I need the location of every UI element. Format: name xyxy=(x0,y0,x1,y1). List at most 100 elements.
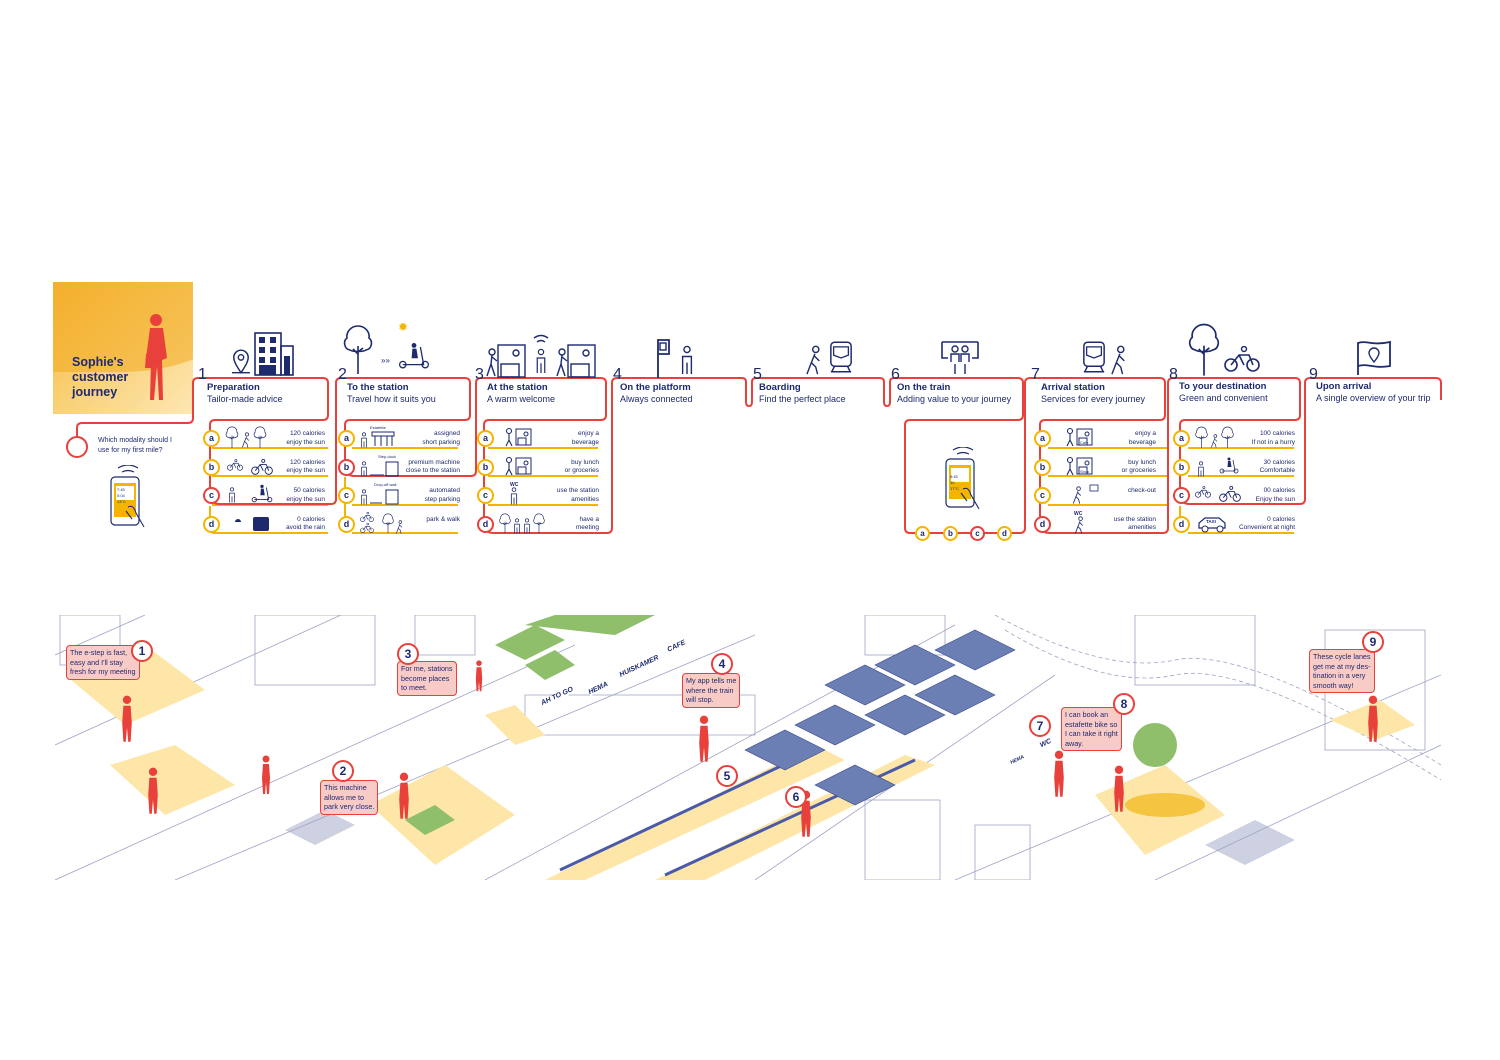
stage-title: To your destination xyxy=(1179,381,1267,392)
stage-subtitle: Find the perfect place xyxy=(759,394,846,404)
train-icon xyxy=(1082,340,1106,374)
stage-preparation[interactable]: Preparation Tailor-made advice xyxy=(207,382,283,404)
option-letter: d xyxy=(203,515,220,533)
train-option-b[interactable]: b xyxy=(943,526,958,541)
option-letter: c xyxy=(1173,487,1190,504)
stage-subtitle: Services for every journey xyxy=(1041,394,1146,404)
step-marker: 4 xyxy=(711,653,733,675)
step-marker: 3 xyxy=(397,643,419,665)
stage-on-the-platform[interactable]: On the platform Always connected xyxy=(620,382,693,404)
train-option-c[interactable]: c xyxy=(970,526,985,541)
stage-arrival-station[interactable]: Arrival station Services for every journ… xyxy=(1041,382,1145,404)
speech-bubble: These cycle lanes get me at my des- tina… xyxy=(1309,649,1375,693)
stage-to-your-destination[interactable]: To your destination Green and convenient xyxy=(1179,381,1268,403)
stage-number: 4 xyxy=(613,366,622,383)
option-letter: d xyxy=(477,515,494,533)
train-option-a[interactable]: a xyxy=(915,526,930,541)
bike-icon xyxy=(1224,346,1260,372)
phone-temp: 17°C xyxy=(950,486,959,491)
stage-boarding[interactable]: Boarding Find the perfect place xyxy=(759,382,846,404)
option-label: Step-dock xyxy=(378,453,397,459)
option-text: 50 calories enjoy the sun xyxy=(286,487,325,503)
pin-icon xyxy=(232,348,250,374)
option-letter: a xyxy=(477,430,494,447)
stage-1-icons xyxy=(232,320,322,376)
sophie-figure-icon xyxy=(1367,695,1379,743)
train-option-d[interactable]: d xyxy=(997,526,1012,541)
building-icon xyxy=(254,332,294,376)
stage-on-the-train[interactable]: On the train Adding value to your journe… xyxy=(897,382,1011,404)
option-text: 0 calories Convenient at night xyxy=(1238,515,1295,532)
option-text: 100 calories If not in a hurry xyxy=(1251,430,1295,446)
option-letter: d xyxy=(338,515,355,533)
sophie-figure-icon xyxy=(147,767,159,815)
stage-title: Boarding xyxy=(759,382,801,393)
stage-at-the-station[interactable]: At the station A warm welcome xyxy=(487,382,555,404)
stage-subtitle: Tailor-made advice xyxy=(207,394,283,404)
sophie-figure-icon xyxy=(475,660,483,692)
stage-subtitle: Adding value to your journey xyxy=(897,394,1012,404)
walk-through-park-icon xyxy=(225,426,267,448)
option-letter: b xyxy=(203,458,220,476)
stage-9-icons xyxy=(1356,320,1396,376)
step-marker: 5 xyxy=(716,765,738,787)
walking-person-icon xyxy=(1110,345,1128,375)
option-row[interactable]: b 120 calories enjoy the sun xyxy=(203,454,325,483)
option-label: Shop xyxy=(1080,468,1090,474)
phone-time: 8:45 xyxy=(950,474,958,479)
stage-5-icons xyxy=(805,320,865,376)
option-letter: c xyxy=(1034,487,1051,504)
stage-number: 5 xyxy=(753,366,762,383)
journey-title: Sophie's customer journey xyxy=(72,355,129,399)
check-out-icon xyxy=(1072,484,1099,504)
stage-number: 3 xyxy=(475,366,484,383)
step-marker: 2 xyxy=(332,760,354,782)
option-letter: b xyxy=(477,458,494,476)
option-letter: a xyxy=(1034,430,1051,447)
stage-number: 8 xyxy=(1169,366,1178,383)
stage-title: Arrival station xyxy=(1041,382,1105,393)
woman-silhouette-icon xyxy=(138,312,172,402)
phone-duration: 0:04 xyxy=(117,493,125,498)
modality-question: Which modality should I use for my first… xyxy=(98,437,172,454)
e-step-share-icon xyxy=(1198,456,1239,477)
option-letter: b xyxy=(1034,458,1051,476)
step-marker: 1 xyxy=(131,640,153,662)
speech-bubble: I can book an estafette bike so I can ta… xyxy=(1061,707,1122,751)
stage-to-the-station[interactable]: To the station Travel how it suits you xyxy=(347,382,436,404)
map-flag-icon xyxy=(1356,340,1392,376)
sophie-figure-icon xyxy=(121,695,133,743)
option-text: 120 calories enjoy the sun xyxy=(286,458,325,475)
stage-2-icons: ✹ »» xyxy=(343,320,443,376)
phone-app-icon: 7:45 0:04 13°C xyxy=(108,465,148,540)
step-marker: 9 xyxy=(1362,631,1384,653)
wifi-person-icon xyxy=(533,334,549,374)
stage-upon-arrival[interactable]: Upon arrival A single overview of your t… xyxy=(1316,381,1431,403)
platform-sign-icon xyxy=(656,338,670,378)
stage-title: On the platform xyxy=(620,382,691,393)
phone-time: 7:45 xyxy=(117,487,125,492)
option-letter: d xyxy=(1173,515,1190,533)
wc-sign: WC xyxy=(1074,510,1083,517)
option-text: use the station amenities xyxy=(556,487,599,503)
